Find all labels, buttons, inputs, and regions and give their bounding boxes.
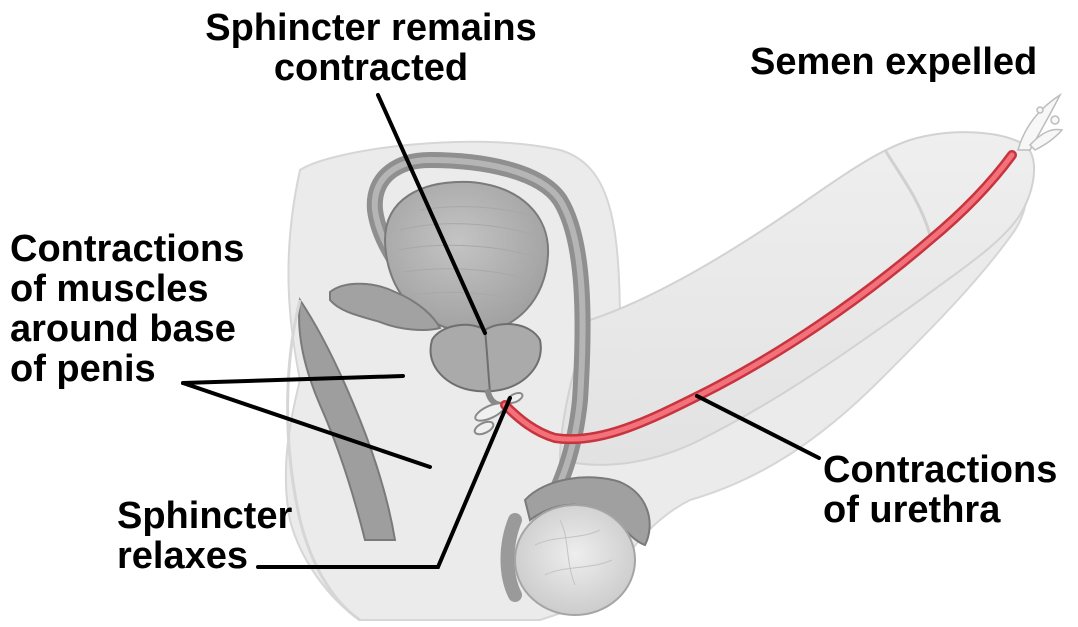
label-line: of penis	[10, 349, 244, 389]
label-sphincter-relaxes: Sphincter relaxes	[117, 496, 292, 576]
label-contractions-of-urethra: Contractions of urethra	[823, 450, 1057, 530]
testis	[515, 505, 635, 615]
label-line: contracted	[190, 48, 552, 88]
label-line: Contractions	[823, 450, 1057, 490]
label-line: relaxes	[117, 536, 292, 576]
epididymis-tail	[508, 520, 516, 595]
label-line: of muscles	[10, 269, 244, 309]
label-line: of urethra	[823, 490, 1057, 530]
label-line: around base	[10, 309, 244, 349]
label-line: Semen expelled	[750, 42, 1037, 82]
label-line: Sphincter	[117, 496, 292, 536]
label-line: Sphincter remains	[190, 8, 552, 48]
label-semen-expelled: Semen expelled	[750, 42, 1037, 82]
semen-droplets	[1018, 95, 1062, 150]
label-line: Contractions	[10, 229, 244, 269]
label-sphincter-remains-contracted: Sphincter remains contracted	[190, 8, 552, 88]
label-contractions-of-muscles: Contractions of muscles around base of p…	[10, 229, 244, 389]
